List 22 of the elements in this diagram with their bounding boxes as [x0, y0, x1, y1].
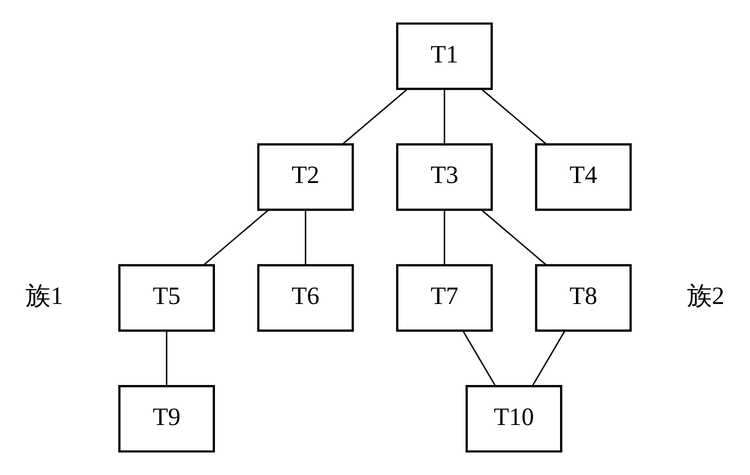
label: 族2 — [686, 283, 724, 310]
node-box: T2 — [257, 143, 354, 211]
node-box: T10 — [466, 385, 562, 453]
node-box: T6 — [257, 264, 354, 332]
connector — [462, 330, 496, 386]
connector — [444, 210, 446, 266]
connector — [480, 209, 547, 266]
node-box: T1 — [396, 22, 493, 90]
connector — [203, 209, 270, 266]
label: 族1 — [26, 283, 64, 310]
connector — [342, 88, 408, 145]
connector — [304, 210, 306, 266]
connector — [480, 88, 547, 145]
connector — [166, 330, 168, 386]
node-box: T9 — [118, 385, 215, 453]
connector — [444, 89, 446, 144]
node-box: T7 — [396, 264, 493, 332]
node-box: T4 — [535, 143, 632, 211]
connector — [532, 330, 566, 386]
node-box: T3 — [396, 143, 493, 211]
node-box: T5 — [118, 264, 215, 332]
node-box: T8 — [535, 264, 632, 332]
